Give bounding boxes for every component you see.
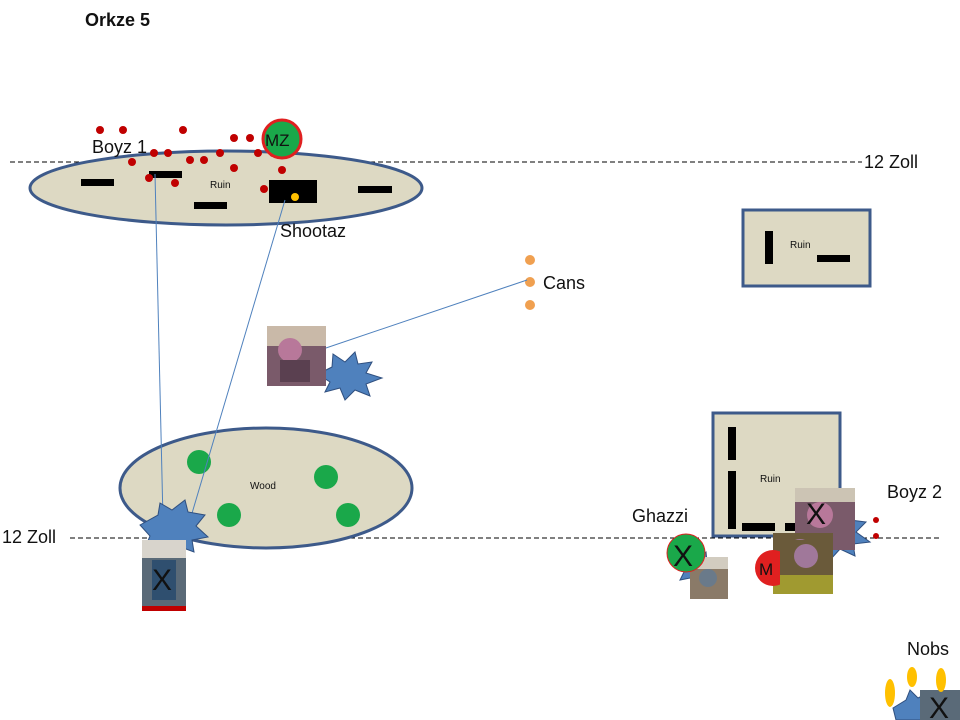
fire-line (319, 279, 528, 351)
ruin-wall (358, 186, 392, 193)
fire-lines (154, 173, 528, 521)
tree (336, 503, 360, 527)
nobs-models (885, 667, 946, 707)
ork-model (164, 149, 172, 157)
ghazzi-label: Ghazzi (632, 506, 688, 526)
ruin-wall (742, 523, 775, 531)
model-photo-boyz2-b-head (794, 544, 818, 568)
ruin-label: Ruin (760, 474, 781, 485)
casualty-x: X (929, 692, 949, 720)
nob-model (936, 668, 946, 692)
shootaz-label: Shootaz (280, 221, 346, 241)
nob-model (907, 667, 917, 687)
tree (314, 465, 338, 489)
ork-model (128, 158, 136, 166)
ork-model (278, 166, 286, 174)
range-label-top: 12 Zoll (864, 152, 918, 172)
model-photo-nobs (920, 690, 960, 720)
ghazzi-token (666, 533, 706, 573)
boyz1-label: Boyz 1 (92, 137, 147, 157)
model-photo-boyz2-b-base (780, 575, 833, 594)
can-model (525, 300, 535, 310)
map-title: Orkze 5 (85, 10, 150, 30)
nobs-label: Nobs (907, 639, 949, 659)
m-token-label: M (759, 560, 773, 579)
ork-model (873, 517, 879, 523)
ork-model (179, 126, 187, 134)
ruin-label: Ruin (790, 240, 811, 251)
mz-label: MZ (265, 131, 290, 150)
ruin-wall (728, 471, 736, 529)
ork-model (230, 134, 238, 142)
ruin-top-left (28, 149, 424, 227)
ruin-wall (728, 427, 736, 460)
ruin-wall (765, 231, 773, 264)
cans-label: Cans (543, 273, 585, 293)
fire-line (189, 199, 286, 521)
ork-model (254, 149, 262, 157)
ruin-wall (817, 255, 850, 262)
fire-line (154, 173, 164, 521)
blast-marker (317, 351, 384, 401)
shootaz-model (291, 193, 299, 201)
ork-model (230, 164, 238, 172)
ork-model (186, 156, 194, 164)
tree (217, 503, 241, 527)
mz-token (261, 118, 303, 160)
ruin-wall (149, 171, 182, 178)
wood-trees (187, 450, 360, 527)
ork-model (145, 174, 153, 182)
range-label-bottom: 12 Zoll (2, 527, 56, 547)
ork-model (873, 533, 879, 539)
ork-model (260, 185, 268, 193)
boyz2-label: Boyz 2 (887, 482, 942, 502)
boyz1-models (96, 126, 286, 193)
casualty-x: X (806, 498, 826, 531)
ruin-wall (194, 202, 227, 209)
ork-model (119, 126, 127, 134)
ork-model (246, 134, 254, 142)
ork-model (200, 156, 208, 164)
casualty-x: X (673, 540, 693, 573)
casualty-x: X (152, 564, 172, 597)
ruin-label: Ruin (210, 180, 231, 191)
model-photo-cans-target (267, 326, 326, 386)
ork-model (150, 149, 158, 157)
ruin-wall (269, 180, 317, 203)
cans-models (525, 255, 535, 310)
ork-model (216, 149, 224, 157)
casualty-marks: X X X X (152, 498, 949, 720)
model-photo-wood-casualty (142, 540, 186, 611)
nob-model (885, 679, 895, 707)
ruin-wall (81, 179, 114, 186)
ork-model (171, 179, 179, 187)
ork-model (96, 126, 104, 134)
can-model (525, 277, 535, 287)
wood-label: Wood (250, 481, 276, 492)
ruin-right-small (741, 208, 872, 288)
can-model (525, 255, 535, 265)
